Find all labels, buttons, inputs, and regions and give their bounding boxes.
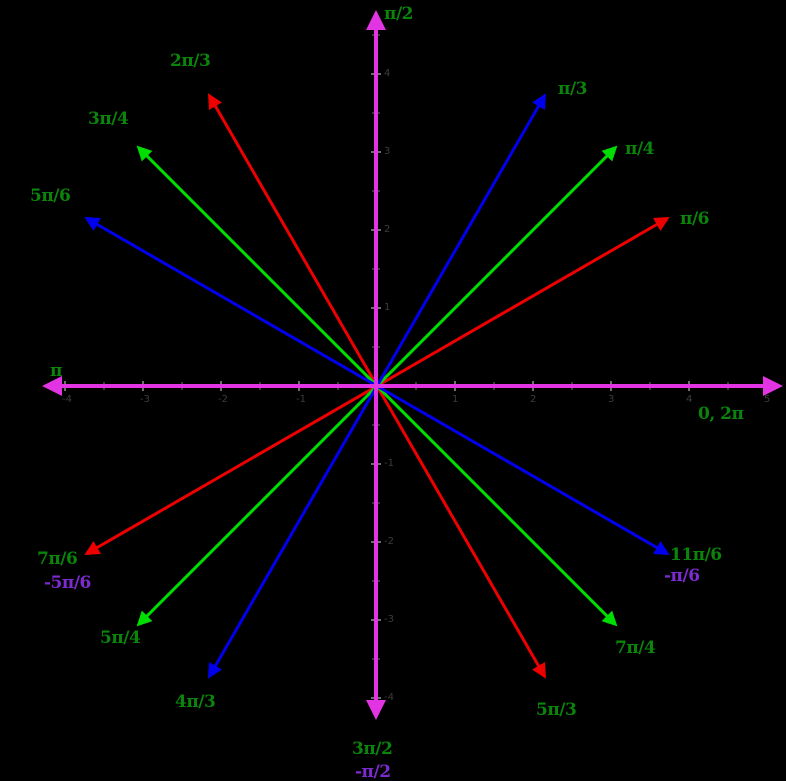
diagram-canvas: [42, 10, 783, 720]
